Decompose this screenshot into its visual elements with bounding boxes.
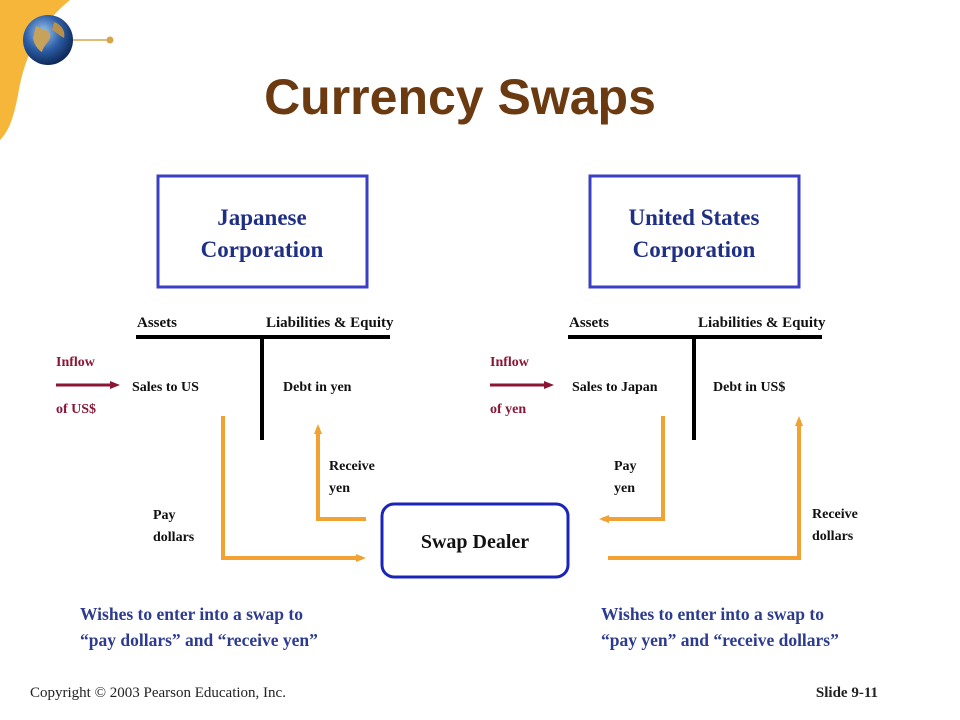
left-liability-item: Debt in yen bbox=[283, 380, 352, 395]
right-liability-item: Debt in US$ bbox=[713, 380, 785, 395]
left-wish-line2: “pay dollars” and “receive yen” bbox=[80, 630, 318, 650]
receive-yen-label-line1: Receive bbox=[329, 459, 375, 474]
right-assets-header: Assets bbox=[569, 315, 609, 331]
pay-dollars-label-line1: Pay bbox=[153, 508, 176, 523]
left-asset-item: Sales to US bbox=[132, 380, 199, 395]
japanese-corporation-label-line1: Japanese bbox=[217, 205, 306, 230]
receive-yen-label-line2: yen bbox=[329, 481, 350, 496]
left-inflow-label-line1: Inflow bbox=[56, 355, 96, 370]
pay-dollars-label-line2: dollars bbox=[153, 530, 195, 545]
swap-dealer-box bbox=[380, 502, 570, 579]
receive-dollars-arrow bbox=[608, 416, 803, 560]
right-wish-line1: Wishes to enter into a swap to bbox=[601, 604, 824, 624]
left-inflow-label-line2: of US$ bbox=[56, 402, 96, 417]
pay-yen-label-line1: Pay bbox=[614, 459, 637, 474]
us-corporation-label-line2: Corporation bbox=[633, 237, 756, 262]
receive-dollars-label-line1: Receive bbox=[812, 507, 858, 522]
japanese-corporation-box bbox=[156, 174, 369, 289]
pay-yen-arrow bbox=[599, 416, 665, 523]
slide-number: Slide 9-11 bbox=[816, 685, 878, 701]
corner-band bbox=[0, 0, 70, 140]
us-corporation-label-line1: United States bbox=[629, 205, 760, 230]
right-inflow-label-line1: Inflow bbox=[490, 355, 530, 370]
us-corporation-box bbox=[588, 174, 801, 289]
right-wish-line2: “pay yen” and “receive dollars” bbox=[601, 630, 839, 650]
left-assets-header: Assets bbox=[137, 315, 177, 331]
swap-dealer-label: Swap Dealer bbox=[421, 531, 529, 553]
right-inflow-label-line2: of yen bbox=[490, 402, 526, 417]
pay-dollars-arrow bbox=[221, 416, 366, 562]
left-liabilities-header: Liabilities & Equity bbox=[266, 315, 394, 331]
page-title: Currency Swaps bbox=[264, 69, 656, 125]
right-liabilities-header: Liabilities & Equity bbox=[698, 315, 826, 331]
right-asset-item: Sales to Japan bbox=[572, 380, 658, 395]
left-wish-line1: Wishes to enter into a swap to bbox=[80, 604, 303, 624]
copyright-footer: Copyright © 2003 Pearson Education, Inc. bbox=[30, 685, 286, 701]
japanese-corporation-label-line2: Corporation bbox=[201, 237, 324, 262]
globe-icon bbox=[23, 15, 114, 65]
receive-yen-arrow bbox=[314, 424, 366, 521]
receive-dollars-label-line2: dollars bbox=[812, 529, 854, 544]
pay-yen-label-line2: yen bbox=[614, 481, 635, 496]
